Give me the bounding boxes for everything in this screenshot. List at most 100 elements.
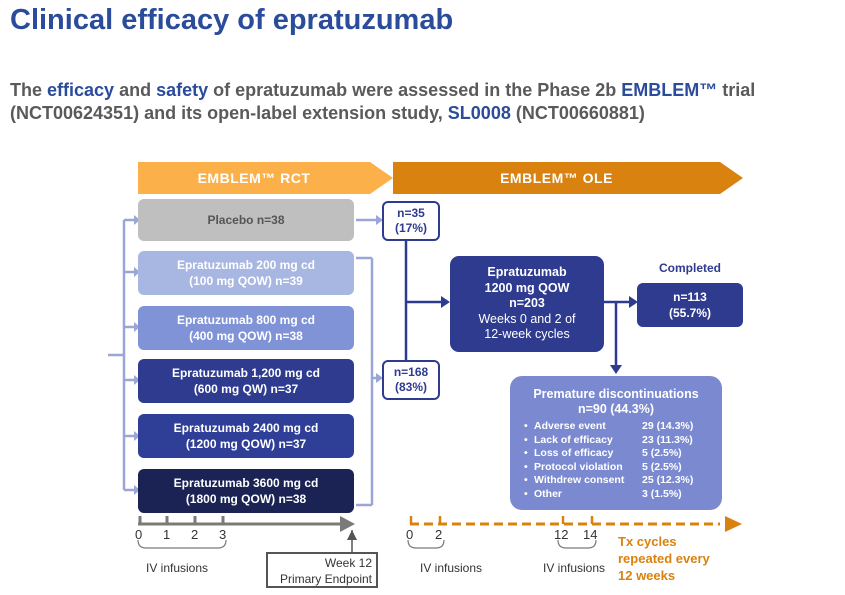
arm-3600mg: Epratuzumab 3600 mg cd (1800 mg QOW) n=3…: [138, 469, 354, 513]
subtitle-part: of epratuzumab were assessed in the Phas…: [208, 80, 622, 100]
group-n: n=168: [393, 365, 429, 379]
subtitle-part: (NCT00660881): [510, 103, 645, 123]
ole-infusions-label-a: IV infusions: [420, 561, 483, 575]
ole-drug: Epratuzumab: [487, 265, 567, 280]
ole-infusion-braces: [407, 539, 597, 549]
arm-200mg: Epratuzumab 200 mg cd (100 mg QOW) n=39: [138, 251, 354, 295]
arm-dose: (1800 mg QOW) n=38: [185, 492, 307, 506]
placebo-group-box: n=35 (17%): [382, 201, 440, 241]
disc-reason: Protocol violation: [534, 460, 623, 473]
disc-value: 29 (14.3%): [642, 420, 694, 432]
flow-connectors: [404, 238, 630, 366]
rct-timeline-arrowhead: [340, 516, 355, 532]
arm-label: Epratuzumab 1,200 mg cd: [171, 366, 321, 380]
rct-phase-label: EMBLEM™ RCT: [197, 170, 311, 186]
rct-infusion-brace: [137, 539, 227, 549]
discontinuations-title: Premature discontinuations: [533, 387, 699, 401]
ole-infusions-label-b: IV infusions: [543, 561, 606, 575]
ole-tick-12: 12: [554, 527, 569, 542]
ole-dose: 1200 mg QOW: [484, 280, 570, 295]
to-disc-arrowhead: [610, 365, 622, 374]
cycles-note-line: repeated every: [618, 551, 710, 566]
arm-label: Epratuzumab 200 mg cd: [176, 258, 316, 272]
subtitle-part: and: [114, 80, 157, 100]
arm-2400mg: Epratuzumab 2400 mg cd (1200 mg QOW) n=3…: [138, 414, 354, 458]
disc-value: 25 (12.3%): [642, 474, 694, 486]
group-pct: (17%): [394, 221, 427, 235]
arm-label: Placebo n=38: [207, 213, 285, 227]
rct-tick-1: 1: [163, 527, 171, 542]
arm-dose: (1200 mg QOW) n=37: [185, 437, 307, 451]
disc-reason: Withdrew consent: [534, 474, 625, 486]
arm-dose: (400 mg QOW) n=38: [189, 329, 303, 343]
discontinuations-box: Premature discontinuations n=90 (44.3%) …: [510, 376, 722, 510]
completed-pct: (55.7%): [668, 306, 712, 320]
subtitle-part: trial (NCT00624351) and its open-label e…: [10, 80, 756, 123]
rct-tick-2: 2: [191, 527, 199, 542]
disc-value: 5 (2.5%): [642, 447, 682, 459]
placebo-group-arrowhead: [376, 215, 383, 225]
completed-label: Completed: [658, 261, 721, 275]
group-n: n=35: [397, 206, 425, 220]
ole-timeline-arrowhead: [725, 516, 742, 532]
subtitle-highlight: safety: [156, 80, 209, 100]
arm-dose: (100 mg QOW) n=39: [189, 274, 303, 288]
arm-label: Epratuzumab 3600 mg cd: [173, 476, 319, 490]
arm-dose: (600 mg QW) n=37: [193, 382, 299, 396]
ole-cycles: 12-week cycles: [484, 327, 570, 342]
completed-box: n=113 (55.7%): [637, 283, 743, 327]
disc-value: 23 (11.3%): [642, 433, 693, 446]
endpoint-label: Primary Endpoint: [279, 572, 372, 586]
active-arms-bracket: [356, 218, 378, 507]
active-group-box: n=168 (83%): [382, 360, 440, 400]
cycles-note: Tx cycles repeated every 12 weeks: [618, 533, 710, 584]
endpoint-week: Week 12: [324, 556, 372, 570]
subtitle-highlight: EMBLEM™: [621, 80, 718, 100]
active-group-arrowhead: [376, 373, 383, 383]
rct-phase-arrow: [138, 162, 393, 194]
ole-n: n=203: [509, 296, 545, 311]
endpoint-pointer-head: [347, 530, 357, 540]
arm-label: Epratuzumab 800 mg cd: [176, 313, 316, 327]
disc-reason: Loss of efficacy: [534, 447, 614, 459]
subtitle: The efficacy and safety of epratuzumab w…: [10, 79, 840, 125]
ole-schedule: Weeks 0 and 2 of: [478, 311, 576, 326]
bracket-arrowheads: [134, 215, 140, 495]
ole-treatment-box: Epratuzumab 1200 mg QOW n=203 Weeks 0 an…: [450, 256, 604, 352]
subtitle-highlight: efficacy: [47, 80, 115, 100]
arm-800mg: Epratuzumab 800 mg cd (400 mg QOW) n=38: [138, 306, 354, 350]
to-completed-arrowhead: [629, 296, 638, 308]
subtitle-part: The: [10, 80, 48, 100]
ole-phase-label: EMBLEM™ OLE: [500, 170, 613, 186]
rct-infusions-label: IV infusions: [146, 561, 209, 575]
randomization-bracket: [108, 218, 134, 492]
page-title: Clinical efficacy of epratuzumab: [10, 4, 454, 36]
disc-reason: Lack of efficacy: [534, 433, 613, 446]
rct-tick-3: 3: [219, 527, 227, 542]
ole-tick-0: 0: [406, 527, 414, 542]
rct-timeline-line: [138, 516, 344, 526]
disc-value: 5 (2.5%): [642, 460, 682, 473]
primary-endpoint-box: Week 12 Primary Endpoint: [266, 552, 378, 588]
discontinuations-n: n=90 (44.3%): [577, 402, 655, 416]
rct-tick-0: 0: [135, 527, 143, 542]
subtitle-highlight: SL0008: [447, 103, 511, 123]
disc-reason: Other: [534, 487, 563, 500]
group-pct: (83%): [394, 380, 427, 394]
ole-tick-2: 2: [435, 527, 443, 542]
completed-n: n=113: [673, 290, 707, 304]
arm-placebo: Placebo n=38: [138, 199, 354, 241]
ole-timeline-ticks: [409, 516, 594, 524]
cycles-note-line: 12 weeks: [618, 568, 676, 583]
ole-phase-arrow: [393, 162, 743, 194]
disc-value: 3 (1.5%): [642, 487, 682, 500]
arm-label: Epratuzumab 2400 mg cd: [173, 421, 319, 435]
ole-tick-14: 14: [583, 527, 598, 542]
